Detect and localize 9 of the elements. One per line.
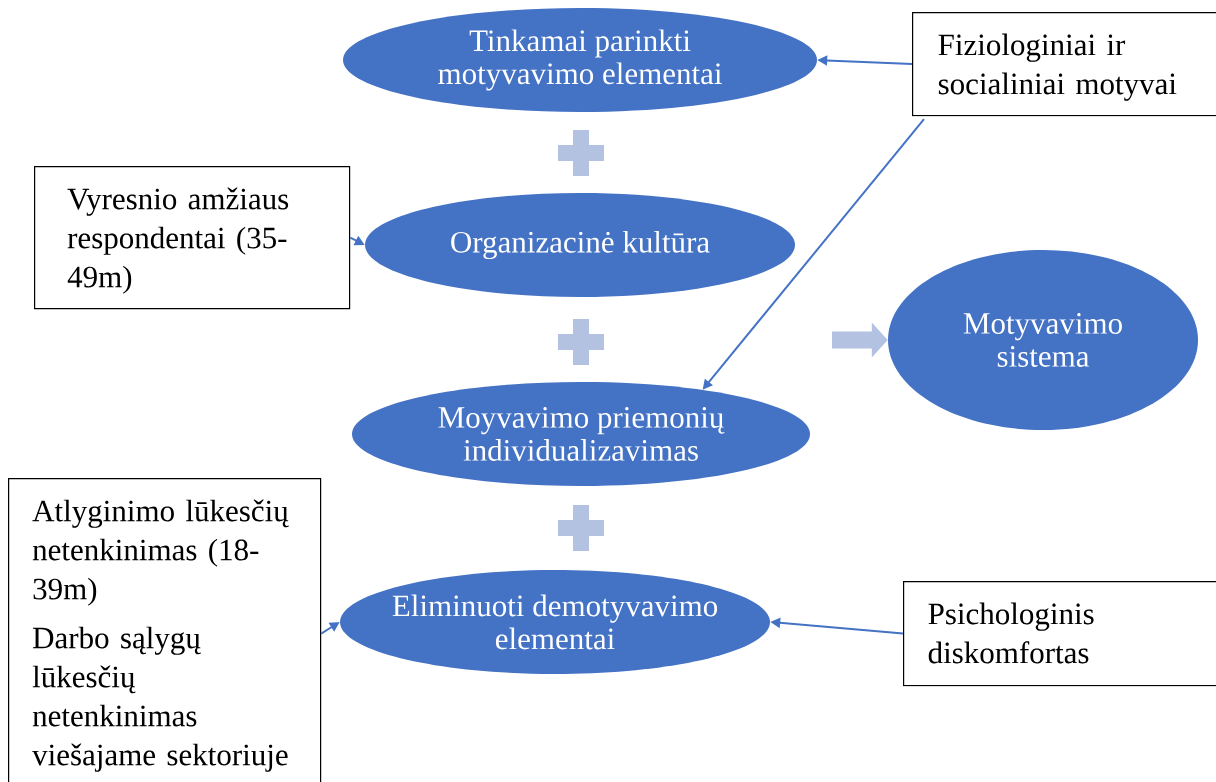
text-box: Fiziologiniai ir socialiniai motyvai xyxy=(912,12,1216,117)
ellipse-node: Eliminuoti demotyvavimo elementai xyxy=(340,570,770,674)
ellipse-node: Tinkamai parinkti motyvavimo elementai xyxy=(343,8,817,112)
text-box: Atlyginimo lūkesčių netenkinimas (18-39m) Darbo sąlygų lūkesčių netenkinimas viešajame sektoriuje xyxy=(8,478,322,782)
ellipse-node: Moyvavimo priemonių individualizavimas xyxy=(352,382,810,486)
text-box: Vyresnio amžiaus respondentai (35-49m) xyxy=(34,166,351,310)
text-box: Psichologinis diskomfortas xyxy=(903,581,1216,687)
ellipse-node: Motyvavimo sistema xyxy=(888,250,1198,430)
ellipse-node: Organizacinė kultūra xyxy=(365,193,795,297)
